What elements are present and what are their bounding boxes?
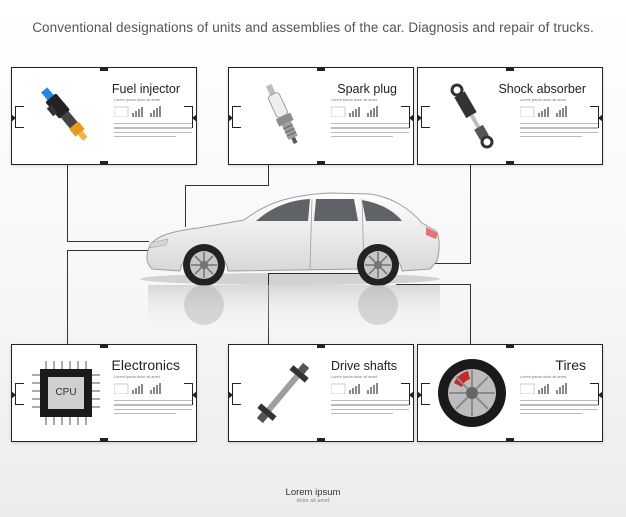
card-electronics: CPU Electronics Lorem ipsum dolor sit am… [11,344,197,442]
connector-fuel-injector [67,163,68,241]
card-tires: Tires Lorem ipsum dolor sit amet. [417,344,603,442]
connector-electronics [67,250,68,344]
card-subtitle: Lorem ipsum dolor sit amet. [331,375,378,379]
drive-shaft-icon [243,353,323,433]
body-text-lines [114,400,192,417]
spark-plug-icon [243,76,323,156]
mini-bar-chart [520,105,590,117]
footer-title: Lorem ipsum [285,487,341,498]
card-label: Shock absorber [498,82,586,96]
connector-electronics-h [67,250,179,251]
card-label: Drive shafts [331,359,397,373]
card-label: Electronics [111,357,180,373]
card-label: Fuel injector [111,82,180,96]
cpu-chip-icon: CPU [26,353,106,433]
card-spark-plug: Spark plug Lorem ipsum dolor sit amet. [228,67,414,165]
body-text-lines [331,400,409,417]
cpu-label: CPU [55,387,77,398]
connector-tires [470,284,471,344]
card-subtitle: Lorem ipsum dolor sit amet. [520,98,567,102]
card-subtitle: Lorem ipsum dolor sit amet. [114,375,161,379]
fuel-injector-icon [26,76,106,156]
card-subtitle: Lorem ipsum dolor sit amet. [520,375,567,379]
body-text-lines [520,123,598,140]
card-subtitle: Lorem ipsum dolor sit amet. [114,98,161,102]
connector-spark-plug [268,163,269,185]
tire-wheel-icon [432,353,512,433]
shock-absorber-icon [432,76,512,156]
card-fuel-injector: Fuel injector Lorem ipsum dolor sit amet… [11,67,197,165]
body-text-lines [331,123,409,140]
body-text-lines [114,123,192,140]
connector-shock-absorber [470,163,471,263]
card-label: Spark plug [337,82,397,96]
connector-spark-plug-v2 [185,185,186,227]
mini-bar-chart [520,382,590,394]
mini-bar-chart [114,105,184,117]
body-text-lines [520,400,598,417]
mini-bar-chart [331,105,401,117]
page-title: Conventional designations of units and a… [32,20,594,35]
car-illustration [140,185,446,345]
connector-fuel-injector-h [67,241,149,242]
mini-bar-chart [331,382,401,394]
card-drive-shafts: Drive shafts Lorem ipsum dolor sit amet. [228,344,414,442]
card-label: Tires [555,357,586,373]
card-subtitle: Lorem ipsum dolor sit amet. [331,98,378,102]
connector-drive-shafts-h [268,273,368,274]
footer-subtitle: dolor sit amet [296,498,330,504]
mini-bar-chart [114,382,184,394]
connector-tires-h [396,284,471,285]
connector-spark-plug-h [185,185,269,186]
card-shock-absorber: Shock absorber Lorem ipsum dolor sit ame… [417,67,603,165]
